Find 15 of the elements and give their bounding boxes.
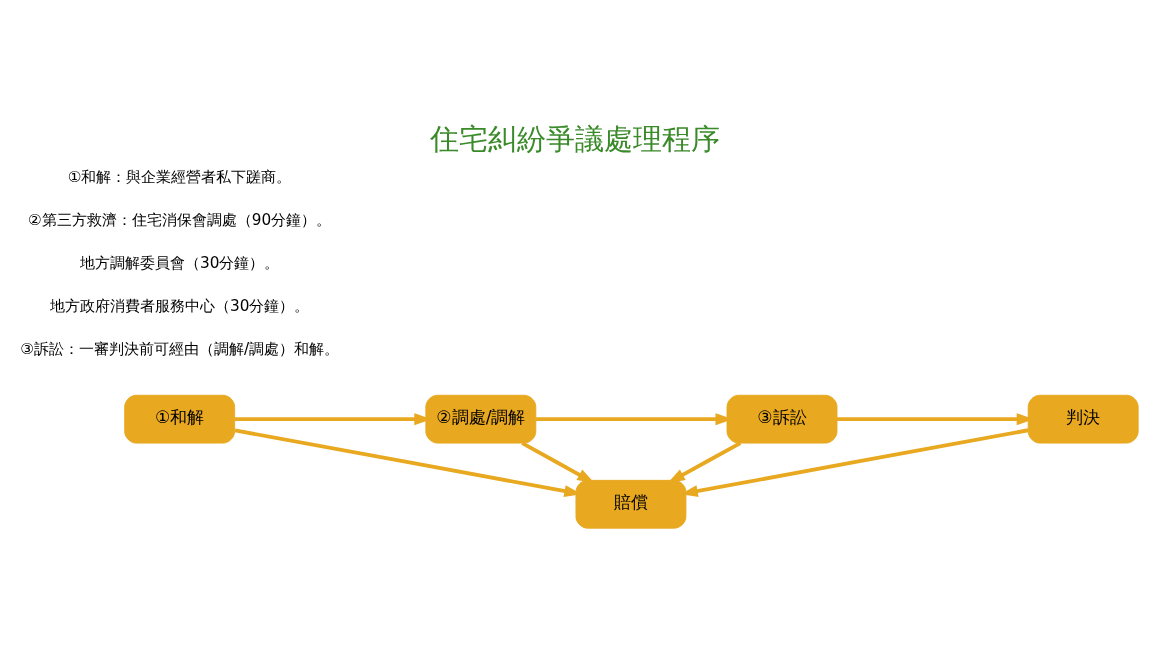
node-box: 判決 xyxy=(1027,394,1139,444)
label: 地方調解委員會（30分鐘）。 xyxy=(79,253,280,272)
label: 地方政府消費者服務中心（30分鐘）。 xyxy=(49,296,310,315)
label: ③訴訟：一審判決前可經由（調解/調處）和解。 xyxy=(20,339,340,358)
arrow xyxy=(521,441,595,484)
node-box: ①和解 xyxy=(124,394,236,444)
arrow xyxy=(680,428,1029,497)
node-box: ②調處/調解 xyxy=(425,394,537,444)
diagram-title: 住宅糾紛爭議處理程序 xyxy=(430,121,720,156)
node-box: 賠償 xyxy=(575,479,687,529)
arrow xyxy=(667,441,742,484)
label: ①和解：與企業經營者私下蹉商。 xyxy=(67,167,292,186)
arrow xyxy=(234,428,582,498)
label: ②第三方救濟：住宅消保會調處（90分鐘）。 xyxy=(28,210,332,229)
node-box: ③訴訟 xyxy=(726,394,838,444)
